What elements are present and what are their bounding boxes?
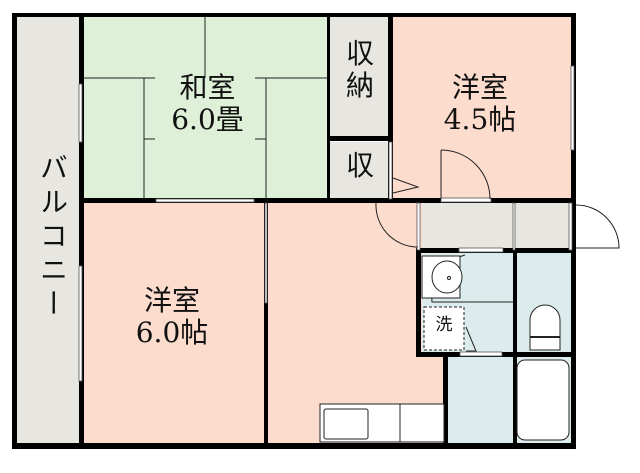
fixtures: [319, 255, 570, 443]
washer-space: [423, 306, 465, 351]
yoshitsu-large-floor: [83, 202, 266, 443]
entrance-floor: [422, 203, 573, 250]
bathtub: [516, 359, 570, 441]
closet-main-floor: [330, 15, 390, 137]
wash-basin: [431, 260, 463, 294]
washitsu-floor: [83, 15, 330, 199]
closet-small-floor: [330, 142, 390, 199]
yoshitsu-small-label: 洋室 4.5帖: [443, 71, 517, 137]
washer-label: 洗: [435, 315, 453, 335]
bath-anteroom-floor: [447, 356, 515, 443]
tatami-lines: [83, 15, 330, 199]
kitchen-stove: [323, 408, 369, 440]
balcony-floor: [14, 15, 81, 443]
closet-main-label: 収 納: [345, 37, 374, 103]
yoshitsu-small-floor: [392, 15, 573, 199]
toilet: [529, 304, 561, 351]
washitsu-label: 和室 6.0畳: [171, 71, 244, 137]
walls: [12, 13, 576, 449]
closet-small-label: 収: [345, 149, 374, 182]
openings: [78, 65, 575, 382]
yoshitsu-large-label: 洋室 6.0帖: [135, 284, 209, 350]
balcony-label: バルコニー: [36, 152, 69, 323]
